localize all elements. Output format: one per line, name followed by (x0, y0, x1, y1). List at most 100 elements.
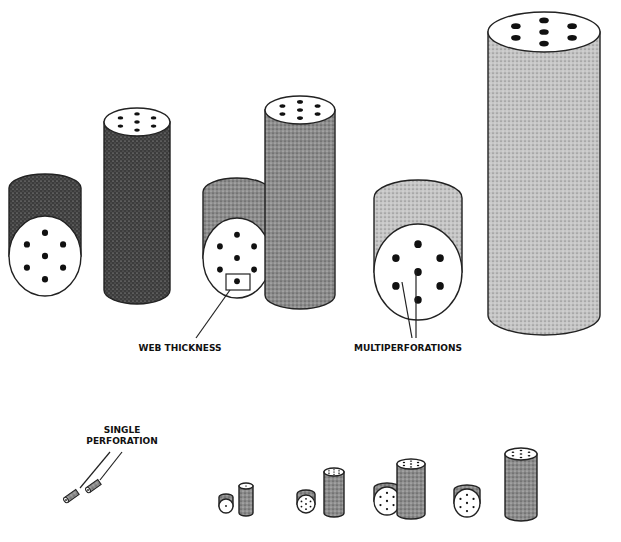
perforation (328, 470, 330, 471)
perforation (151, 116, 157, 119)
grain-cylinder (397, 459, 425, 519)
perforation (392, 282, 399, 290)
perforation (539, 18, 549, 24)
perforation (315, 112, 321, 116)
perforation (466, 510, 468, 512)
perforation (297, 116, 303, 120)
perforation (472, 498, 474, 500)
perforation (528, 455, 531, 457)
perforation (520, 450, 523, 452)
grain-cylinder (488, 12, 600, 335)
single-perforation-grain (63, 490, 80, 504)
perforation (472, 506, 474, 508)
grain-cylinder-end (203, 178, 271, 298)
perforation (234, 255, 240, 261)
perforation (512, 455, 515, 457)
perforation (333, 471, 335, 472)
perforation (333, 469, 335, 470)
perforation (245, 485, 247, 486)
callout-label: WEB THICKNESS (139, 343, 222, 354)
perforation (328, 473, 330, 474)
perforation (410, 463, 412, 464)
grain-cylinder (324, 468, 344, 517)
grain-cylinder (505, 448, 537, 521)
perforation (379, 504, 381, 506)
perforation (403, 462, 405, 463)
perforation (414, 240, 421, 248)
perforation (118, 124, 124, 127)
grain-cylinder-end (219, 494, 233, 513)
perforation (512, 451, 515, 453)
perforation (305, 503, 307, 505)
perforation (386, 508, 388, 510)
perforation (392, 504, 394, 506)
perforation (466, 502, 468, 504)
perforation (60, 264, 66, 270)
perforation (417, 462, 419, 463)
perforation (386, 492, 388, 494)
grain-cylinder-end (297, 490, 315, 513)
leader-line (402, 282, 412, 338)
perforation (436, 282, 443, 290)
perforation (459, 498, 461, 500)
perforation (305, 508, 307, 510)
perforation (520, 453, 523, 455)
perforation (251, 243, 257, 249)
perforation (333, 474, 335, 475)
perforation (297, 100, 303, 104)
perforation (310, 500, 312, 502)
perforation (24, 241, 30, 247)
grain-cylinder-end (9, 174, 81, 296)
single-perforation-grain (85, 480, 102, 494)
perforation (225, 505, 227, 507)
perforation (338, 470, 340, 471)
perforation (234, 232, 240, 238)
perforation (386, 500, 388, 502)
perforation (217, 243, 223, 249)
perforation (134, 120, 140, 123)
leader-line (100, 452, 122, 480)
grain-cylinder-end (374, 180, 462, 320)
leader-line (80, 452, 110, 488)
perforation (417, 465, 419, 466)
perforation (24, 264, 30, 270)
perforation (118, 116, 124, 119)
perforation (310, 506, 312, 508)
perforation (528, 451, 531, 453)
perforation (42, 276, 48, 282)
perforation (567, 23, 577, 29)
perforation (511, 23, 521, 29)
perforation (217, 267, 223, 273)
perforation (251, 267, 257, 273)
perforation (410, 466, 412, 467)
perforation (134, 128, 140, 131)
callout-label: SINGLE PERFORATION (80, 425, 164, 447)
perforation (414, 296, 421, 304)
perforation (403, 465, 405, 466)
perforation (436, 254, 443, 262)
perforation (42, 230, 48, 236)
callout-label: MULTIPERFORATIONS (354, 343, 462, 354)
perforation (567, 35, 577, 41)
leader-line (415, 270, 416, 338)
perforation (539, 29, 549, 35)
perforation (511, 35, 521, 41)
perforation (338, 473, 340, 474)
perforation (297, 108, 303, 112)
leader-line (196, 290, 230, 338)
perforation (151, 124, 157, 127)
web-bracket (226, 274, 250, 290)
perforation (459, 506, 461, 508)
perforation (315, 104, 321, 108)
grain-cylinder (239, 483, 253, 516)
perforation (392, 496, 394, 498)
perforation (379, 496, 381, 498)
perforation (539, 41, 549, 47)
grain-cylinder-end (454, 485, 480, 517)
perforation (414, 268, 421, 276)
grain-cylinder-end (374, 483, 400, 515)
perforation (466, 494, 468, 496)
perforation (305, 498, 307, 500)
